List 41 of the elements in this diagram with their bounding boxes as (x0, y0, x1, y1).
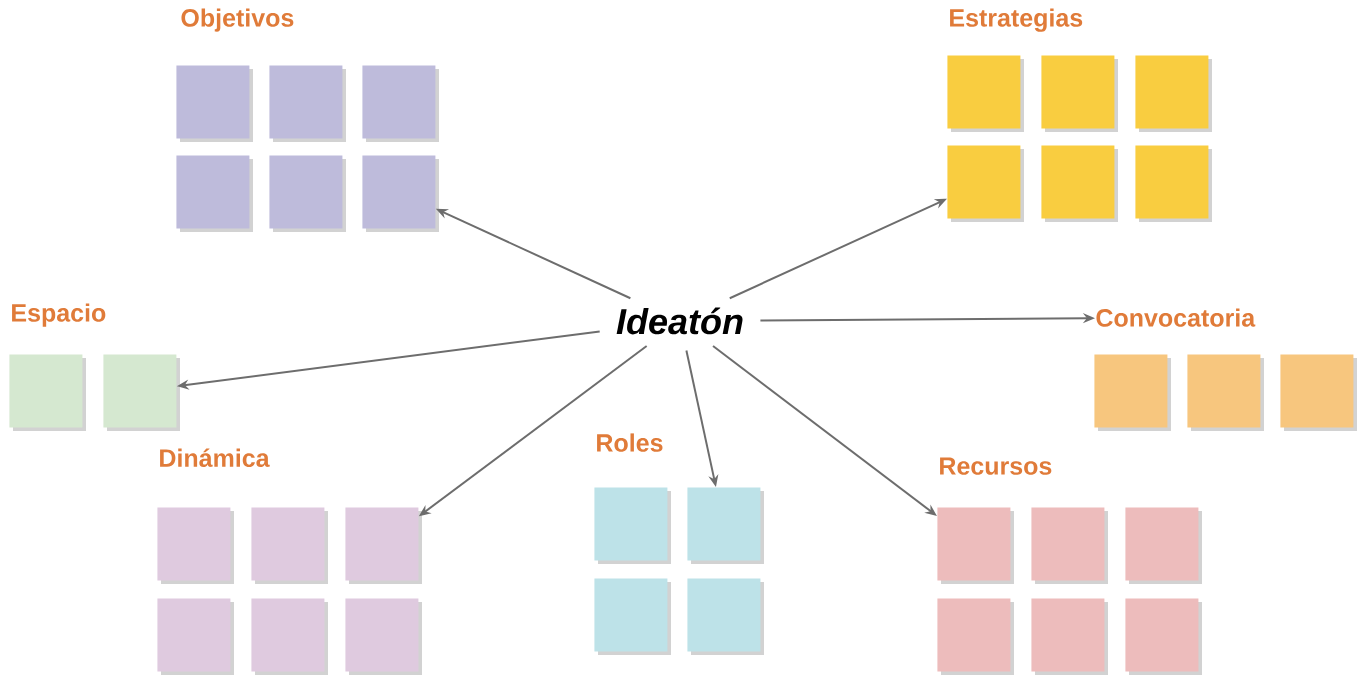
group-heading: Espacio (12, 303, 106, 327)
sticky-note (251, 507, 328, 584)
sticky-note (1041, 145, 1118, 222)
group-heading: Convocatoria (1096, 308, 1256, 327)
center-label: Ideatón (616, 307, 743, 335)
sticky-note (1135, 145, 1212, 222)
sticky-note (157, 507, 234, 584)
group-heading: Objetivos (181, 8, 294, 32)
sticky-note (362, 155, 439, 232)
group-heading: Roles (597, 433, 663, 452)
sticky-note (157, 598, 234, 675)
group-heading: Recursos (940, 457, 1052, 475)
sticky-note (687, 487, 764, 564)
sticky-note (937, 598, 1014, 675)
group-heading: Dinámica (160, 448, 270, 467)
sticky-note (1031, 507, 1108, 584)
sticky-note (1031, 598, 1108, 675)
sticky-note (687, 578, 764, 655)
sticky-note (594, 487, 671, 564)
sticky-note (1125, 598, 1202, 675)
sticky-note (947, 55, 1024, 132)
sticky-note (1187, 354, 1264, 431)
sticky-note (937, 507, 1014, 584)
sticky-note (594, 578, 671, 655)
sticky-note (1041, 55, 1118, 132)
sticky-note (1125, 507, 1202, 584)
sticky-note (1135, 55, 1212, 132)
sticky-note (176, 65, 253, 142)
sticky-note (251, 598, 328, 675)
sticky-note (9, 354, 86, 431)
sticky-note (362, 65, 439, 142)
sticky-note (947, 145, 1024, 222)
sticky-note (269, 65, 346, 142)
sticky-note (176, 155, 253, 232)
sticky-note (1280, 354, 1357, 431)
sticky-note (269, 155, 346, 232)
group-heading: Estrategias (950, 8, 1083, 32)
sticky-note (1094, 354, 1171, 431)
sticky-note (103, 354, 180, 431)
sticky-note (345, 507, 422, 584)
sticky-note (345, 598, 422, 675)
